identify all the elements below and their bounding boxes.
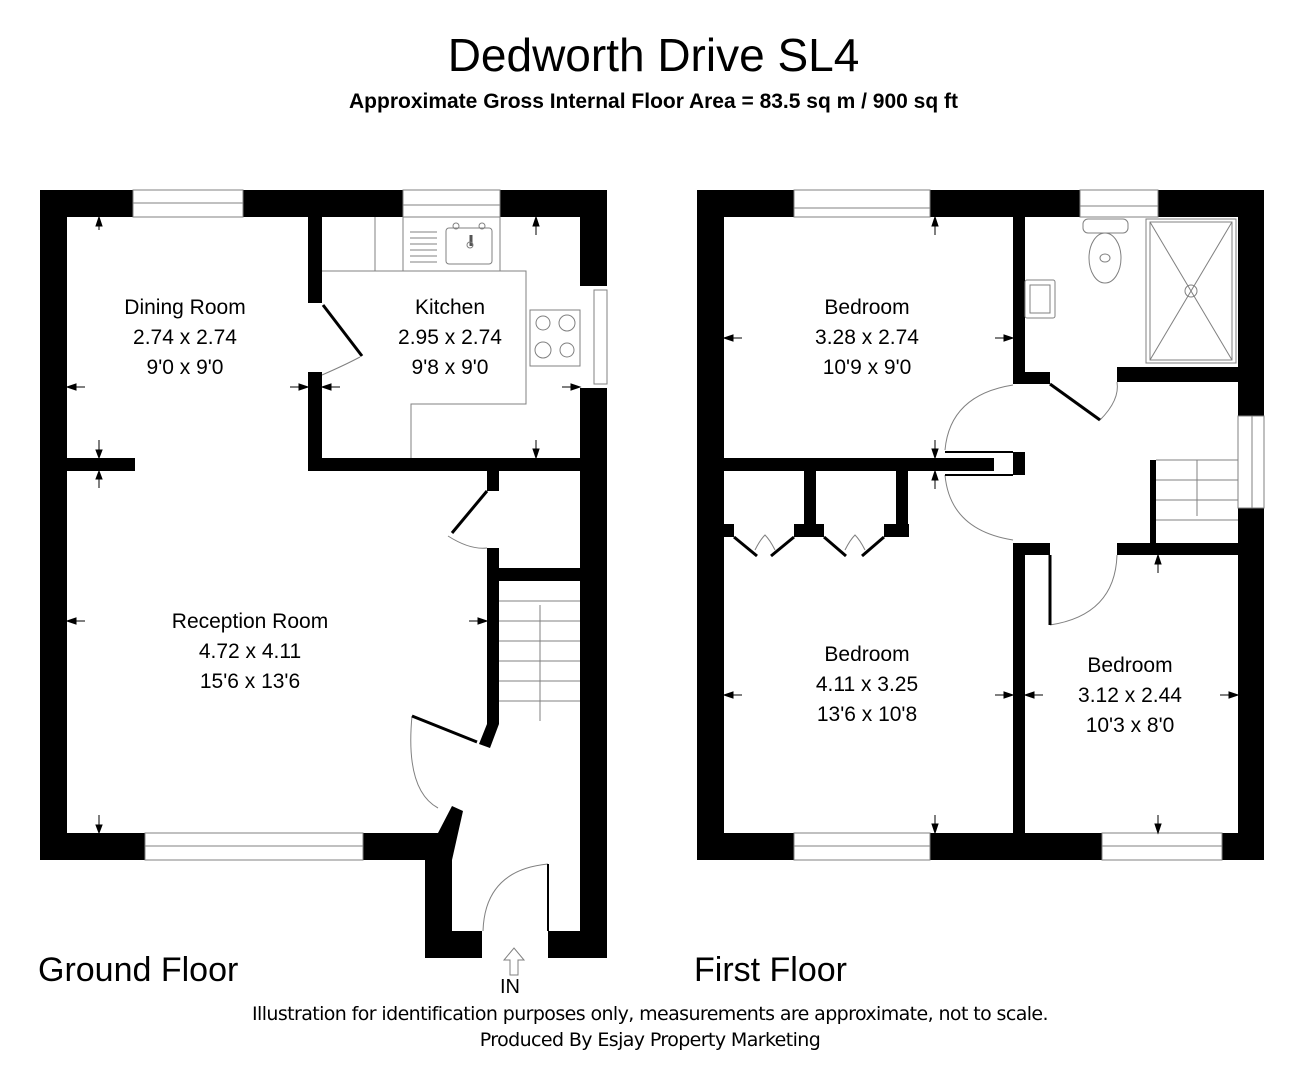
ground-floor-label: Ground Floor bbox=[38, 951, 239, 989]
room-imperial-size: 9'0 x 9'0 bbox=[146, 356, 224, 379]
room-metric-size: 2.95 x 2.74 bbox=[398, 326, 502, 349]
disclaimer-text: Illustration for identification purposes… bbox=[252, 1003, 1049, 1025]
room-metric-size: 3.28 x 2.74 bbox=[815, 326, 919, 349]
first-floor-walls bbox=[697, 190, 1264, 860]
first-floor-fixtures bbox=[754, 189, 1265, 861]
room-name: Bedroom bbox=[1087, 654, 1173, 677]
room-name: Bedroom bbox=[824, 643, 910, 666]
room-name: Bedroom bbox=[824, 296, 910, 319]
first-floor-doors bbox=[733, 382, 1101, 625]
room-name: Kitchen bbox=[414, 296, 486, 319]
room-metric-size: 4.72 x 4.11 bbox=[198, 640, 302, 663]
room-imperial-size: 15'6 x 13'6 bbox=[199, 670, 301, 693]
ground-floor-dimension-arrows bbox=[65, 215, 582, 835]
room-imperial-size: 9'8 x 9'0 bbox=[411, 356, 489, 379]
room-name: Dining Room bbox=[124, 296, 246, 319]
room-imperial-size: 10'3 x 8'0 bbox=[1085, 714, 1175, 737]
room-bedroom-2: Bedroom 4.11 x 3.25 13'6 x 10'8 bbox=[777, 640, 957, 730]
ground-floor-fixtures bbox=[132, 189, 608, 976]
ground-floor-walls bbox=[40, 190, 607, 958]
room-bedroom-3: Bedroom 3.12 x 2.44 10'3 x 8'0 bbox=[1040, 651, 1220, 741]
room-metric-size: 3.12 x 2.44 bbox=[1078, 684, 1182, 707]
room-metric-size: 2.74 x 2.74 bbox=[133, 326, 237, 349]
first-floor-label: First Floor bbox=[694, 951, 847, 989]
entrance-label: IN bbox=[500, 976, 520, 998]
ground-floor-doors bbox=[321, 304, 549, 931]
room-imperial-size: 13'6 x 10'8 bbox=[816, 703, 918, 726]
room-dining-room: Dining Room 2.74 x 2.74 9'0 x 9'0 bbox=[95, 293, 275, 383]
room-metric-size: 4.11 x 3.25 bbox=[815, 673, 919, 696]
room-imperial-size: 10'9 x 9'0 bbox=[822, 356, 912, 379]
room-reception-room: Reception Room 4.72 x 4.11 15'6 x 13'6 bbox=[140, 607, 360, 697]
plan-title: Dedworth Drive SL4 bbox=[447, 29, 860, 81]
floor-area-subtitle: Approximate Gross Internal Floor Area = … bbox=[349, 90, 958, 113]
room-name: Reception Room bbox=[171, 610, 329, 633]
first-floor-dimension-arrows bbox=[722, 215, 1240, 835]
credit-text: Produced By Esjay Property Marketing bbox=[479, 1029, 821, 1051]
room-bedroom-1: Bedroom 3.28 x 2.74 10'9 x 9'0 bbox=[777, 293, 957, 383]
room-kitchen: Kitchen 2.95 x 2.74 9'8 x 9'0 bbox=[360, 293, 540, 383]
